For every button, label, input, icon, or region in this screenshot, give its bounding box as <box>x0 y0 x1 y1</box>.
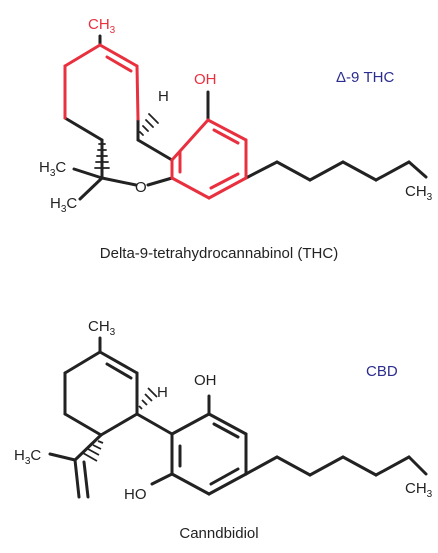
thc-tag: Δ-9 THC <box>336 69 395 86</box>
cbd-h3c-label: H3C <box>14 447 41 467</box>
cbd-ch3-top-label: CH3 <box>88 318 116 338</box>
thc-structure <box>63 34 428 201</box>
cbd-structure <box>48 336 428 499</box>
thc-h3c-label-1: H3C <box>39 159 66 179</box>
thc-red-bonds <box>63 43 248 200</box>
cbd-h-label: H <box>157 384 168 401</box>
cbd-hashed-wedges <box>82 387 158 462</box>
cbd-tag: CBD <box>366 363 398 380</box>
cbd-caption: Canndbidiol <box>179 525 258 542</box>
thc-h-label: H <box>158 88 169 105</box>
thc-hashed-wedges <box>94 113 159 169</box>
thc-caption: Delta-9-tetrahydrocannabinol (THC) <box>100 245 338 262</box>
thc-ch3-top-label: CH3 <box>88 16 116 36</box>
thc-black-bonds <box>63 34 428 201</box>
thc-o-label: O <box>135 179 147 196</box>
thc-ch3-tail-label: CH3 <box>405 183 433 203</box>
cbd-ch3-tail-label: CH3 <box>405 480 433 500</box>
thc-oh-label: OH <box>194 71 217 88</box>
thc-h3c-label-2: H3C <box>50 195 77 215</box>
cbd-oh-label: OH <box>194 372 217 389</box>
cbd-ho-label: HO <box>124 486 147 503</box>
